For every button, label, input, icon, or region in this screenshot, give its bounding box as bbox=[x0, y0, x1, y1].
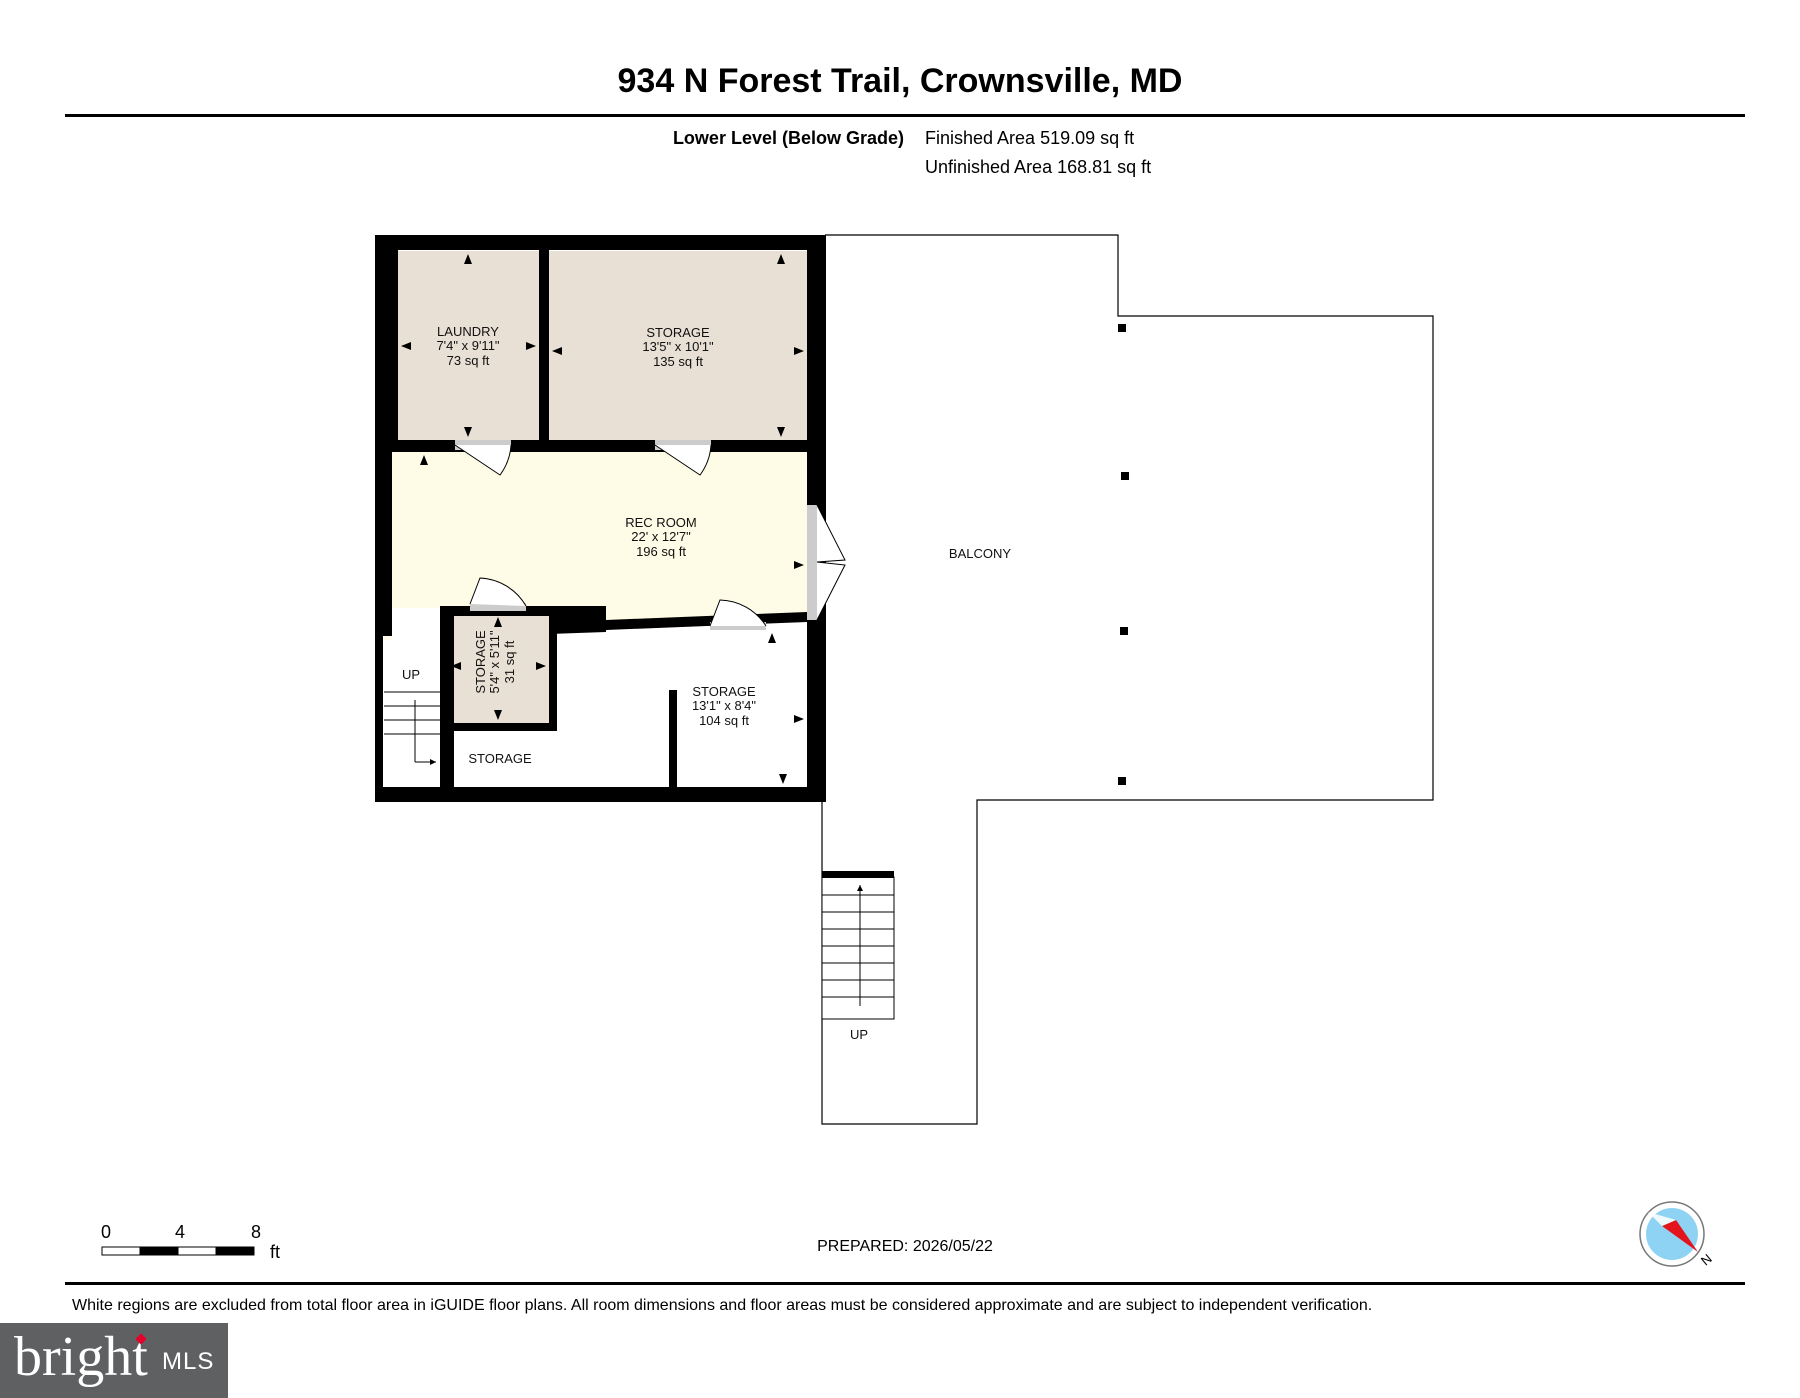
rec-room-name: REC ROOM bbox=[625, 515, 697, 530]
rec-room-area: 196 sq ft bbox=[636, 544, 686, 559]
storage-bottom-name: STORAGE bbox=[468, 751, 532, 766]
brand-logo: bright MLS bbox=[0, 1323, 228, 1398]
doors bbox=[454, 440, 846, 630]
storage-small-area: 31 sq ft bbox=[502, 640, 517, 683]
laundry-name: LAUNDRY bbox=[437, 324, 499, 339]
scale-label-8: 8 bbox=[251, 1222, 261, 1242]
brand-name: bright bbox=[14, 1326, 148, 1388]
unfinished-area: Unfinished Area 168.81 sq ft bbox=[925, 157, 1152, 177]
compass-icon: N bbox=[1639, 1201, 1715, 1268]
prepared-date: PREPARED: 2026/05/22 bbox=[817, 1238, 993, 1255]
scale-label-4: 4 bbox=[175, 1222, 185, 1242]
room-storage-small bbox=[448, 614, 549, 723]
storage-top-area: 135 sq ft bbox=[653, 354, 703, 369]
laundry-area: 73 sq ft bbox=[447, 353, 490, 368]
scale-unit: ft bbox=[270, 1242, 280, 1262]
storage-small-label: STORAGE 5'4" x 5'11" 31 sq ft bbox=[473, 630, 517, 694]
footer-rule bbox=[65, 1282, 1745, 1285]
room-laundry bbox=[398, 251, 539, 440]
title-rule bbox=[65, 114, 1745, 117]
laundry-dims: 7'4" x 9'11" bbox=[436, 338, 499, 353]
storage-right-area: 104 sq ft bbox=[699, 713, 749, 728]
finished-area: Finished Area 519.09 sq ft bbox=[925, 128, 1135, 148]
plan-title: 934 N Forest Trail, Crownsville, MD bbox=[617, 62, 1183, 100]
storage-top-dims: 13'5" x 10'1" bbox=[642, 339, 714, 354]
balcony-outline bbox=[821, 234, 1434, 1125]
disclaimer: White regions are excluded from total fl… bbox=[72, 1297, 1373, 1314]
balcony-post bbox=[1118, 777, 1126, 785]
inner-stairs bbox=[384, 690, 440, 787]
outer-stairs-label: UP bbox=[850, 1027, 868, 1042]
balcony-post bbox=[1118, 324, 1126, 332]
balcony-post bbox=[1121, 472, 1129, 480]
storage-right-dims: 13'1" x 8'4" bbox=[692, 698, 756, 713]
storage-top-name: STORAGE bbox=[646, 325, 710, 340]
dimension-arrows bbox=[401, 254, 804, 784]
room-storage-top bbox=[549, 251, 807, 440]
scale-label-0: 0 bbox=[101, 1222, 111, 1242]
storage-small-dims: 5'4" x 5'11" bbox=[487, 630, 502, 693]
level-name: Lower Level (Below Grade) bbox=[672, 128, 904, 148]
storage-right-name: STORAGE bbox=[692, 684, 756, 699]
brand-suffix: MLS bbox=[162, 1348, 215, 1375]
rec-room-dims: 22' x 12'7" bbox=[631, 529, 691, 544]
balcony-post bbox=[1120, 627, 1128, 635]
scale-bar: 0 4 8 ft bbox=[101, 1222, 280, 1262]
inner-stairs-label: UP bbox=[402, 667, 420, 682]
balcony-name: BALCONY bbox=[949, 546, 1011, 561]
storage-small-name: STORAGE bbox=[473, 630, 488, 694]
outer-stairs bbox=[821, 871, 895, 1020]
